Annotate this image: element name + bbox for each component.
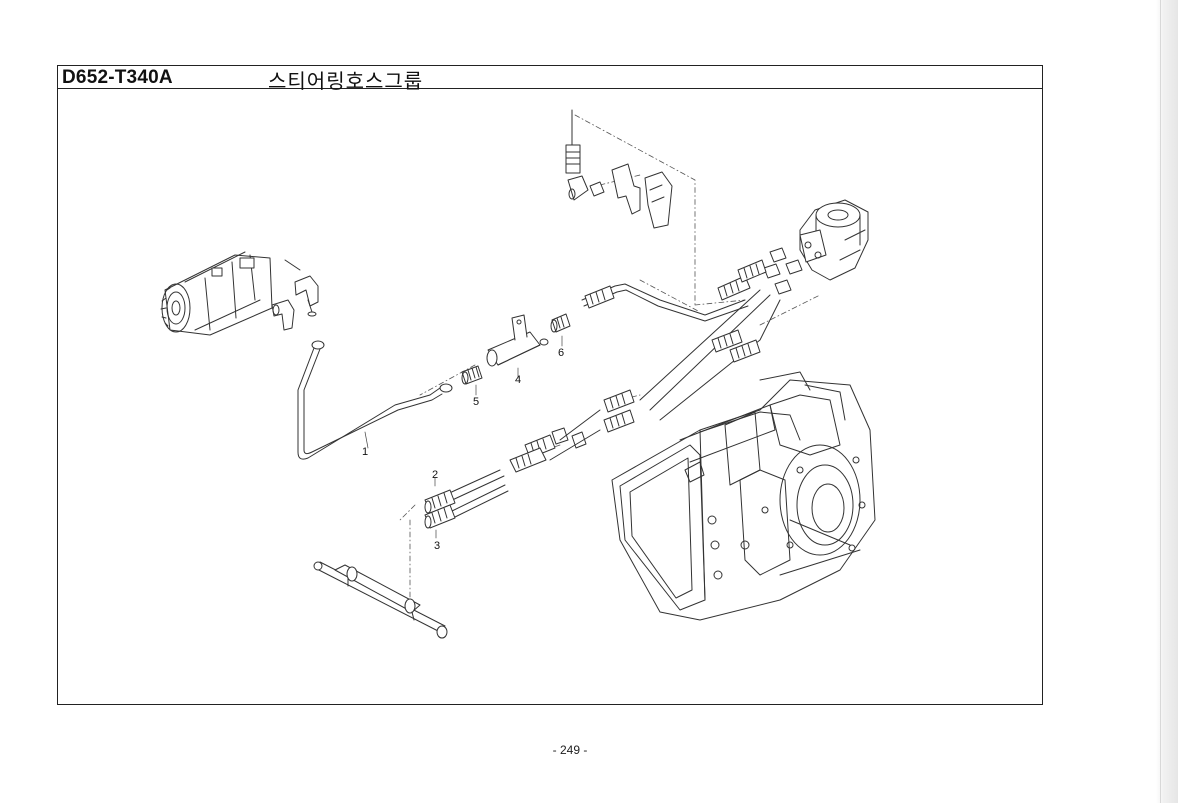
steering-pump-assembly — [160, 251, 301, 336]
fitting-part-6 — [550, 313, 571, 347]
callout-6: 6 — [558, 347, 565, 359]
valve-block-part-4 — [486, 314, 549, 379]
hose-upper — [581, 275, 751, 322]
transmission-housing — [611, 371, 876, 621]
top-fitting-assembly — [565, 109, 673, 229]
title-bar: D652-T340A 스티어링호스그룹 — [58, 66, 1042, 93]
hose-pair-long — [603, 289, 781, 433]
page-number: - 249 - — [552, 743, 588, 757]
callout-5: 5 — [473, 396, 480, 408]
scan-edge-line — [1160, 0, 1161, 803]
callout-2: 2 — [432, 469, 439, 481]
steering-unit-fittings — [737, 247, 803, 295]
callout-4: 4 — [515, 374, 522, 386]
scan-edge-shadow — [1156, 0, 1178, 803]
drawing-frame: D652-T340A 스티어링호스그룹 — [57, 65, 1043, 705]
adapter-fitting-part-5 — [461, 365, 483, 396]
elbow-fittings-pump — [271, 275, 319, 331]
steering-cylinder — [313, 561, 448, 639]
callout-1: 1 — [362, 446, 369, 458]
steel-tube-part-1 — [297, 340, 453, 460]
part-code: D652-T340A — [62, 67, 173, 88]
callout-3: 3 — [434, 540, 441, 552]
hose-part-3 — [424, 484, 509, 539]
steering-control-unit — [799, 199, 869, 281]
group-title: 스티어링호스그룹 — [268, 69, 424, 93]
hose-part-2 — [424, 469, 505, 514]
mid-fittings — [509, 409, 601, 473]
